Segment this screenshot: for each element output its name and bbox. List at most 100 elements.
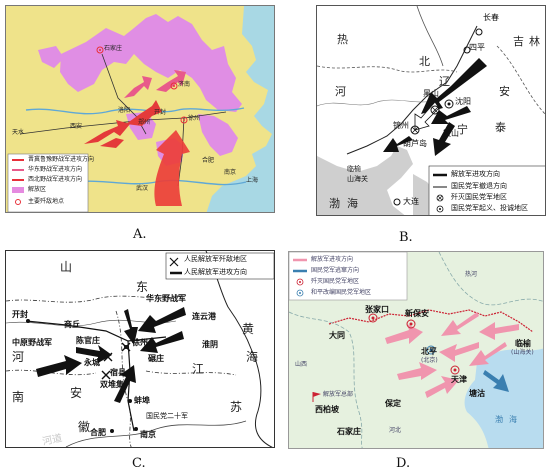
legend-a-3: 西北野战军进攻方向 — [28, 176, 83, 183]
caption-d: D. — [396, 456, 411, 471]
place-d-beiping: 北平 — [421, 347, 437, 356]
region-c-nan: 南 — [12, 390, 25, 404]
place-d-hq: 解放军总部 — [323, 391, 354, 398]
place-a-nanjing: 南京 — [224, 169, 237, 176]
place-c-huaiyin: 淮阴 — [202, 340, 218, 349]
legend-d-1: 解放军进攻方向 — [311, 256, 354, 263]
map-b-graphic — [317, 6, 545, 215]
region-c-huang: 黄 — [242, 322, 255, 336]
region-c-hai: 海 — [246, 350, 259, 364]
place-b-linyu: 临榆 — [347, 165, 361, 173]
place-c-kaifeng: 开封 — [12, 310, 28, 319]
place-c-chenguanzhuang: 陈官庄 — [76, 336, 100, 345]
region-b-jin: 热 — [337, 33, 348, 46]
region-b-liao: 辽 — [439, 75, 450, 88]
place-c-xuzhou: 徐州 — [132, 338, 148, 347]
map-c-graphic — [6, 251, 274, 447]
place-b-changchun: 长春 — [483, 13, 499, 22]
region-c-jiang: 江 — [192, 362, 205, 376]
place-c-lianyungang: 连云港 — [192, 312, 216, 321]
place-c-nanjing: 南京 — [140, 430, 156, 439]
place-d-baoding: 保定 — [385, 399, 401, 408]
region-b-jilin: 吉 — [513, 35, 524, 48]
place-c-zhongyuan: 中原野战军 — [12, 338, 52, 347]
place-d-shijiazhuang: 石家庄 — [337, 427, 361, 436]
place-a-xuzhou: 徐州 — [188, 115, 201, 122]
place-c-huadong: 华东野战军 — [146, 294, 186, 303]
place-c-yongcheng: 永城 — [84, 358, 100, 367]
place-b-shanhaiguan: 山海关 — [347, 175, 368, 183]
region-b-bei: 北 — [419, 55, 430, 68]
place-b-siping: 四平 — [469, 43, 485, 52]
place-b-hujia: 黑山 — [423, 89, 439, 98]
region-c-an: 安 — [70, 386, 83, 400]
region-c-he: 河 — [12, 350, 25, 364]
place-d-datong: 大同 — [329, 331, 345, 340]
caption-b: B. — [399, 230, 413, 245]
map-panel-d: 解放军进攻方向 国民党军逃窜方向 歼灭国民党军地区 和平改编国民党军地区 张家口… — [288, 251, 544, 449]
legend-d-4: 和平改编国民党军地区 — [311, 289, 372, 296]
place-a-xian: 西安 — [70, 123, 83, 130]
place-d-xinbaoan: 新保安 — [405, 309, 429, 318]
place-b-jinzhou: 锦州 — [393, 121, 409, 130]
region-b-he: 河 — [335, 85, 346, 98]
place-a-hefei: 合肥 — [202, 157, 215, 164]
legend-b-1: 解放军进攻方向 — [451, 170, 500, 178]
legend-a-5: 主要歼敌地点 — [28, 198, 65, 205]
legend-d-2: 国民党军逃窜方向 — [311, 267, 360, 274]
legend-c-1: 人民解放军歼敌地区 — [184, 255, 247, 263]
region-b-tai: 泰 — [495, 121, 506, 134]
place-d-tanggu: 塘沽 — [469, 389, 485, 398]
place-c-shuangdui: 双堆集 — [100, 380, 124, 389]
map-panel-a: 晋冀鲁豫野战军进攻方向 华东野战军进攻方向 西北野战军进攻方向 解放区 主要歼敌… — [5, 5, 275, 213]
place-a-wuhan: 武汉 — [136, 185, 149, 192]
place-d-beijing: (北京) — [421, 357, 438, 364]
place-a-shijiazhuang: 石家庄 — [104, 45, 123, 52]
region-b-an: 安 — [499, 85, 510, 98]
region-d-rehe: 热河 — [465, 271, 478, 278]
legend-a-1: 晋冀鲁豫野战军进攻方向 — [28, 156, 95, 163]
place-b-dalian: 大连 — [403, 197, 419, 206]
region-b-hai: 海 — [347, 197, 358, 210]
place-c-shangqiu: 商丘 — [64, 320, 80, 329]
region-c-dong: 东 — [136, 280, 149, 294]
sea-d-bo: 渤 — [495, 415, 503, 424]
map-d-graphic — [289, 252, 543, 448]
place-a-jinan: 济南 — [178, 81, 191, 88]
place-a-tianshui: 天水 — [12, 129, 25, 136]
caption-a: A. — [133, 227, 147, 242]
place-d-linyu: 临榆 — [515, 339, 531, 348]
place-a-shanghai: 上海 — [246, 177, 259, 184]
map-panel-b: 热 北 辽 宁 河 安 泰 吉 林 渤 海 长春 四平 沈阳 锦州 葫芦岛 临榆… — [316, 5, 546, 216]
place-a-kaifeng: 开封 — [154, 109, 167, 116]
place-b-anshan: 鞍山 — [443, 129, 459, 138]
region-c-su: 苏 — [230, 400, 243, 414]
place-c-hefei: 合肥 — [90, 428, 106, 437]
place-d-xibaipo: 西柏坡 — [315, 405, 339, 414]
map-panel-c: 人民解放军歼敌地区 人民解放军进攻方向 山 东 河 南 江 苏 安 徽 黄 海 … — [5, 250, 275, 448]
legend-a-4: 解放区 — [28, 186, 47, 193]
place-c-bengbu: 蚌埠 — [134, 396, 150, 405]
place-d-shanhaiguan: (山海关) — [511, 349, 534, 356]
legend-c-2: 人民解放军进攻方向 — [184, 268, 247, 276]
legend-d-3: 歼灭国民党军地区 — [311, 278, 360, 285]
place-c-guomindang: 国民党二十军 — [146, 412, 188, 420]
legend-b-3: 歼灭国民党军地区 — [451, 193, 507, 201]
region-b-lin: 林 — [529, 35, 540, 48]
legend-a-2: 华东野战军进攻方向 — [28, 166, 83, 173]
caption-c: C. — [132, 456, 146, 471]
place-d-tianjin: 天津 — [451, 375, 467, 384]
sea-d-hai: 海 — [509, 415, 517, 424]
legend-b-4: 国民党军起义、投诚地区 — [451, 204, 528, 212]
region-d-hebei: 河北 — [389, 427, 402, 434]
region-d-shanxi: 山西 — [295, 361, 308, 368]
place-a-luoyang: 洛阳 — [118, 107, 131, 114]
place-c-nianzhuang: 碾庄 — [148, 354, 164, 363]
region-c-shan: 山 — [60, 260, 73, 274]
region-b-ning: 宁 — [457, 123, 468, 136]
place-d-zhangjiakou: 张家口 — [365, 305, 389, 314]
map-a-graphic — [6, 6, 274, 212]
region-b-bohai: 渤 — [329, 197, 340, 210]
region-c-hui: 徽 — [78, 420, 91, 434]
place-a-zhengzhou: 郑州 — [138, 119, 151, 126]
